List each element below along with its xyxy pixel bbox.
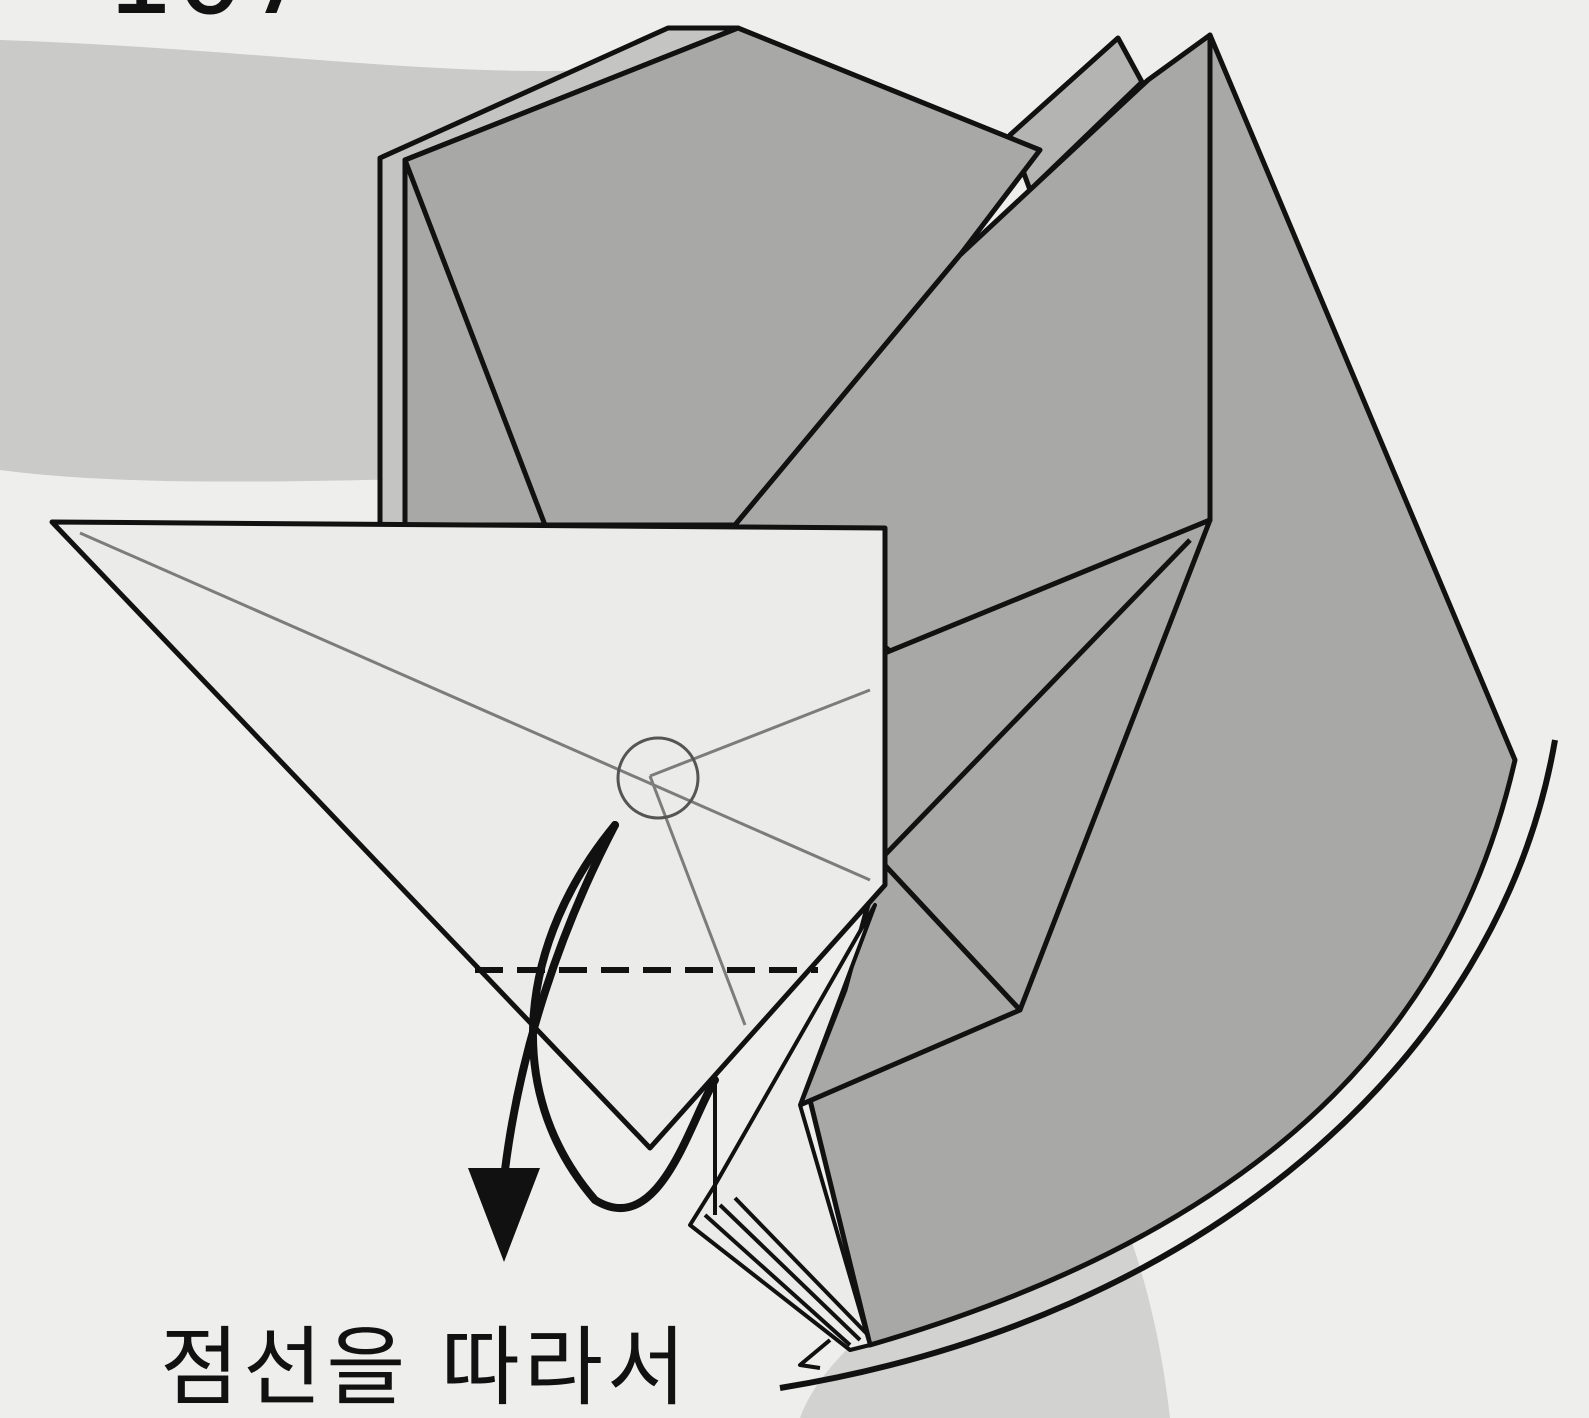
front-light-flap: [52, 522, 885, 1148]
step-number: 107: [105, 0, 365, 25]
arrow-head: [468, 1168, 540, 1262]
instruction-caption: 점선을 따라서: [160, 1318, 780, 1418]
